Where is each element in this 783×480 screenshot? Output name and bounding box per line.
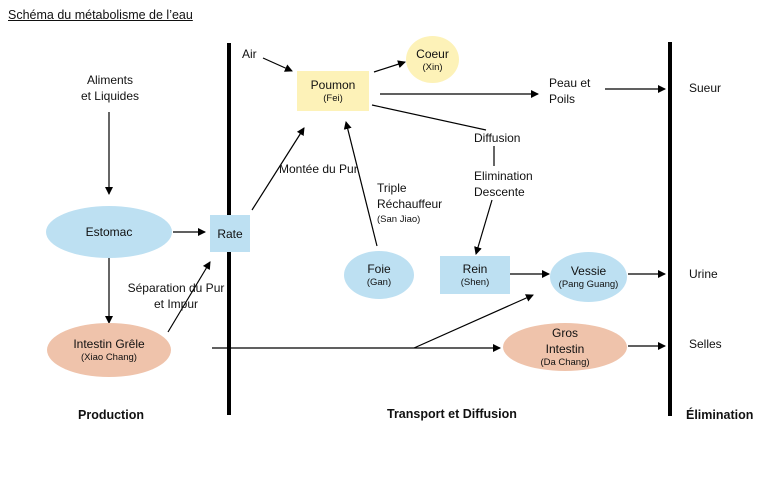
estomac-node: Estomac [46, 206, 172, 258]
column-elimination: Élimination [686, 408, 754, 422]
triple-sub: (San Jiao) [377, 214, 421, 225]
separation-label: Séparation du Pur et Impur [120, 280, 232, 312]
line-poumon-diffusion [371, 104, 487, 131]
foie-label: Foie [367, 262, 391, 276]
intestin-grele-node: Intestin Grêle (Xiao Chang) [47, 323, 171, 377]
triple-line-2: Réchauffeur [377, 197, 443, 211]
vessie-sub: (Pang Guang) [558, 279, 619, 290]
foie-sub: (Gan) [366, 277, 392, 288]
elimination-line-2: Descente [474, 185, 525, 199]
triple-line-1: Triple [377, 181, 407, 195]
intestin-grele-label: Intestin Grêle [73, 337, 145, 351]
rein-node: Rein (Shen) [440, 256, 510, 294]
rein-sub: (Shen) [460, 277, 490, 288]
coeur-label: Coeur [416, 46, 449, 61]
arrow-foie-poumon [343, 121, 378, 247]
poumon-node: Poumon (Fei) [297, 71, 369, 111]
poumon-label: Poumon [310, 78, 356, 92]
gros-intestin-line-1: Gros [551, 326, 578, 340]
peau-line-1: Peau et [549, 76, 591, 90]
urine-label: Urine [689, 267, 718, 281]
triple-rechauffeur-label: Triple Réchauffeur (San Jiao) [377, 180, 442, 226]
gros-intestin-line-2: Intestin [545, 342, 585, 356]
intestin-grele-sub: (Xiao Chang) [81, 352, 137, 363]
column-production: Production [78, 408, 144, 422]
rein-label: Rein [462, 262, 488, 276]
peau-line-2: Poils [549, 92, 576, 106]
diagram-title: Schéma du métabolisme de l’eau [8, 8, 193, 22]
arrow-poumon-coeur [373, 60, 406, 73]
vessie-label: Vessie [570, 264, 607, 278]
separator-transport-elimination [668, 42, 672, 416]
air-label: Air [242, 47, 257, 61]
montee-label: Montée du Pur [279, 162, 358, 176]
aliments-line-1: Aliments [86, 73, 133, 87]
column-transport: Transport et Diffusion [387, 407, 517, 421]
vessie-node: Vessie (Pang Guang) [550, 252, 627, 302]
separation-line-2: et Impur [153, 297, 198, 311]
peau-poils-label: Peau et Poils [549, 75, 590, 107]
gros-intestin-sub: (Da Chang) [540, 357, 590, 368]
arrow-intestin-rate [167, 261, 211, 333]
diffusion-label: Diffusion [474, 131, 521, 145]
sueur-label: Sueur [689, 81, 722, 95]
rate-label: Rate [217, 226, 243, 241]
selles-label: Selles [689, 337, 722, 351]
foie-node: Foie (Gan) [344, 251, 414, 299]
elimination-line-1: Elimination [474, 169, 533, 183]
arrow-to-vessie [413, 294, 534, 349]
rate-node: Rate [210, 215, 250, 252]
coeur-node: Coeur (Xin) [406, 36, 459, 83]
arrow-rate-poumon [251, 127, 305, 211]
gros-intestin-node: Gros Intestin (Da Chang) [503, 323, 627, 371]
aliments-label: Aliments et Liquides [70, 72, 150, 104]
elimination-descente-label: Elimination Descente [474, 168, 533, 200]
estomac-label: Estomac [85, 225, 133, 239]
separation-line-1: Séparation du Pur [127, 281, 225, 295]
coeur-sub: (Xin) [422, 61, 443, 73]
arrow-air-poumon [262, 57, 293, 72]
arrow-descente-rein [474, 199, 493, 255]
poumon-sub: (Fei) [323, 93, 343, 104]
aliments-line-2: et Liquides [80, 89, 140, 103]
